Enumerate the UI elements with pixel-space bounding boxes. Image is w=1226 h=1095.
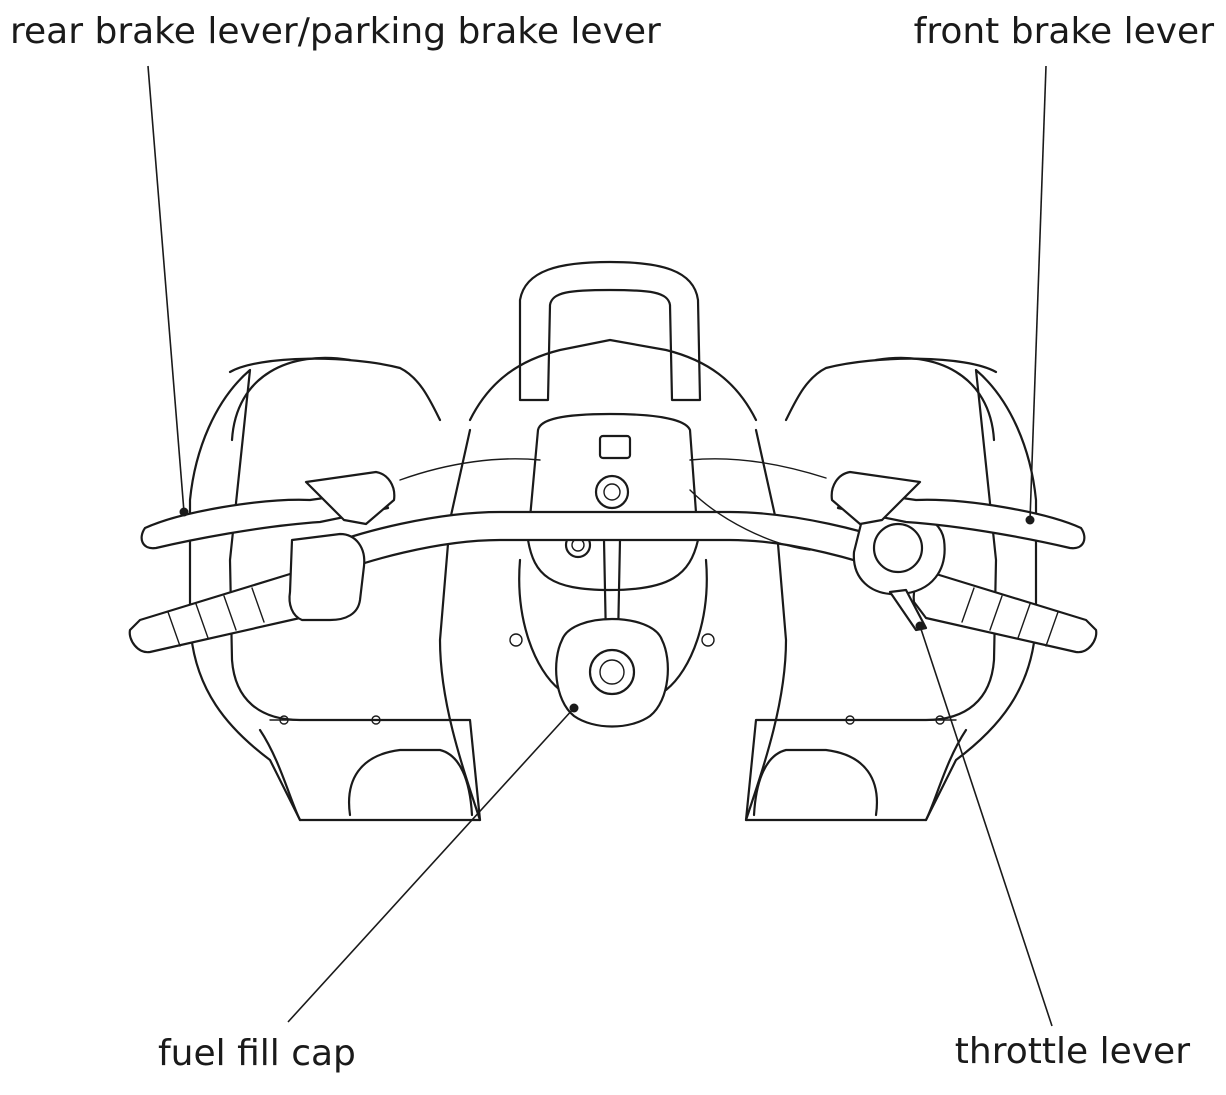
left-fender [188, 368, 482, 822]
leader-lines [147, 65, 1053, 1027]
front-brake-marker-dot [1025, 515, 1035, 525]
front-brake-lever [836, 488, 1086, 550]
center-console [438, 260, 788, 822]
ignition-key-icon [594, 474, 630, 510]
left-switch-housing [288, 532, 366, 622]
fuel-cap-leader [287, 707, 575, 1023]
instrument-panel [526, 412, 700, 592]
right-controls [830, 470, 1098, 654]
throttle-lever-part [888, 588, 928, 632]
right-fender [744, 368, 1038, 822]
front-brake-lever-label: front brake lever [913, 11, 1214, 52]
throttle-leader [919, 625, 1053, 1027]
rear-brake-lever [140, 488, 390, 550]
fuel-fill-cap-part [555, 617, 669, 728]
throttle-lever-label: throttle lever [954, 1031, 1190, 1072]
atv-body [188, 356, 1038, 822]
rear-brake-marker-dot [179, 507, 189, 517]
rear-brake-leader [147, 65, 185, 513]
fuel-fill-cap-label: fuel fill cap [158, 1033, 356, 1074]
rear-brake-lever-label: rear brake lever/parking brake lever [10, 11, 661, 52]
carry-handle [518, 260, 702, 402]
left-controls [128, 470, 396, 654]
fuel-cap-marker-dot [569, 703, 579, 713]
front-brake-leader [1029, 65, 1047, 521]
throttle-marker-dot [915, 621, 925, 631]
